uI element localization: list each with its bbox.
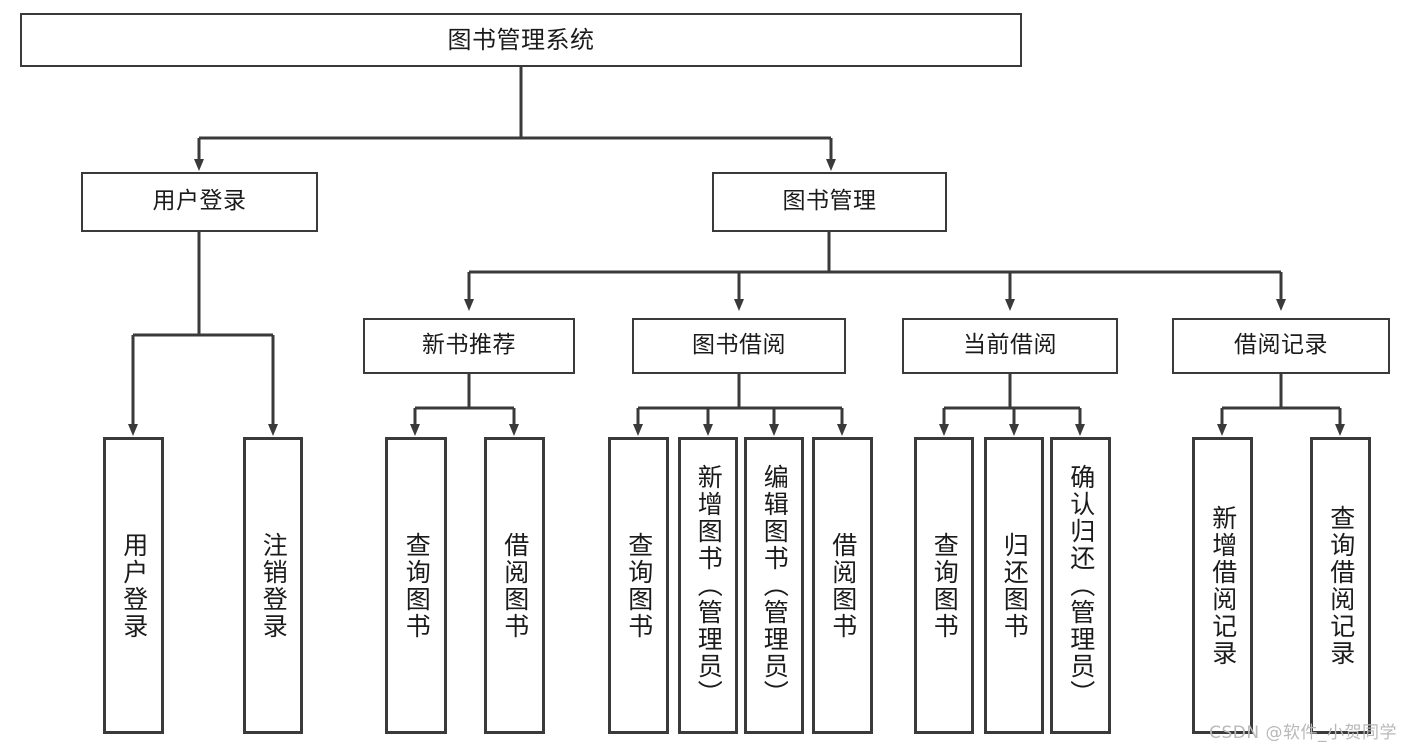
node-leaf-user-login-label: 用户登录	[119, 531, 149, 640]
node-book-borrow[interactable]: 图书借阅	[632, 318, 846, 374]
node-leaf-query-record[interactable]: 查询借阅记录	[1310, 437, 1371, 734]
node-leaf-add-record[interactable]: 新增借阅记录	[1192, 437, 1253, 734]
node-leaf-add-book-label: 新增图书（管理员）	[694, 464, 724, 707]
node-leaf-query-book-1-label: 查询图书	[402, 531, 432, 640]
node-leaf-user-login[interactable]: 用户登录	[103, 437, 164, 734]
node-leaf-edit-book[interactable]: 编辑图书（管理员）	[744, 437, 804, 734]
node-leaf-return-book[interactable]: 归还图书	[984, 437, 1044, 734]
node-leaf-logout[interactable]: 注销登录	[243, 437, 303, 734]
node-leaf-query-book-3-label: 查询图书	[930, 531, 960, 640]
node-leaf-logout-label: 注销登录	[259, 531, 289, 640]
node-leaf-edit-book-label: 编辑图书（管理员）	[760, 464, 790, 707]
node-user-login-label: 用户登录	[152, 188, 247, 215]
node-borrow-record-label: 借阅记录	[1234, 332, 1328, 359]
node-leaf-query-book-2[interactable]: 查询图书	[608, 437, 669, 734]
node-user-login[interactable]: 用户登录	[81, 172, 318, 232]
node-root[interactable]: 图书管理系统	[20, 13, 1022, 67]
node-root-label: 图书管理系统	[447, 25, 595, 54]
node-leaf-borrow-book-2-label: 借阅图书	[828, 531, 858, 640]
node-leaf-borrow-book-1-label: 借阅图书	[500, 531, 530, 640]
node-leaf-query-book-3[interactable]: 查询图书	[914, 437, 974, 734]
node-leaf-query-book-2-label: 查询图书	[624, 531, 654, 640]
node-leaf-return-book-label: 归还图书	[1000, 531, 1030, 640]
node-current-borrow-label: 当前借阅	[963, 332, 1057, 359]
node-leaf-add-record-label: 新增借阅记录	[1208, 504, 1238, 667]
node-new-book-rec[interactable]: 新书推荐	[363, 318, 575, 374]
node-book-manage[interactable]: 图书管理	[712, 172, 947, 232]
node-book-borrow-label: 图书借阅	[692, 332, 786, 359]
node-book-manage-label: 图书管理	[782, 188, 877, 215]
node-leaf-confirm-return-label: 确认归还（管理员）	[1066, 464, 1096, 707]
node-leaf-query-book-1[interactable]: 查询图书	[385, 437, 447, 734]
node-leaf-confirm-return[interactable]: 确认归还（管理员）	[1050, 437, 1111, 734]
node-leaf-borrow-book-2[interactable]: 借阅图书	[812, 437, 873, 734]
node-borrow-record[interactable]: 借阅记录	[1172, 318, 1390, 374]
node-leaf-add-book[interactable]: 新增图书（管理员）	[678, 437, 738, 734]
node-current-borrow[interactable]: 当前借阅	[902, 318, 1118, 374]
node-leaf-query-record-label: 查询借阅记录	[1326, 504, 1356, 667]
csdn-watermark: CSDN @软件_小贺同学	[1209, 723, 1397, 743]
node-leaf-borrow-book-1[interactable]: 借阅图书	[484, 437, 545, 734]
node-new-book-rec-label: 新书推荐	[422, 332, 516, 359]
